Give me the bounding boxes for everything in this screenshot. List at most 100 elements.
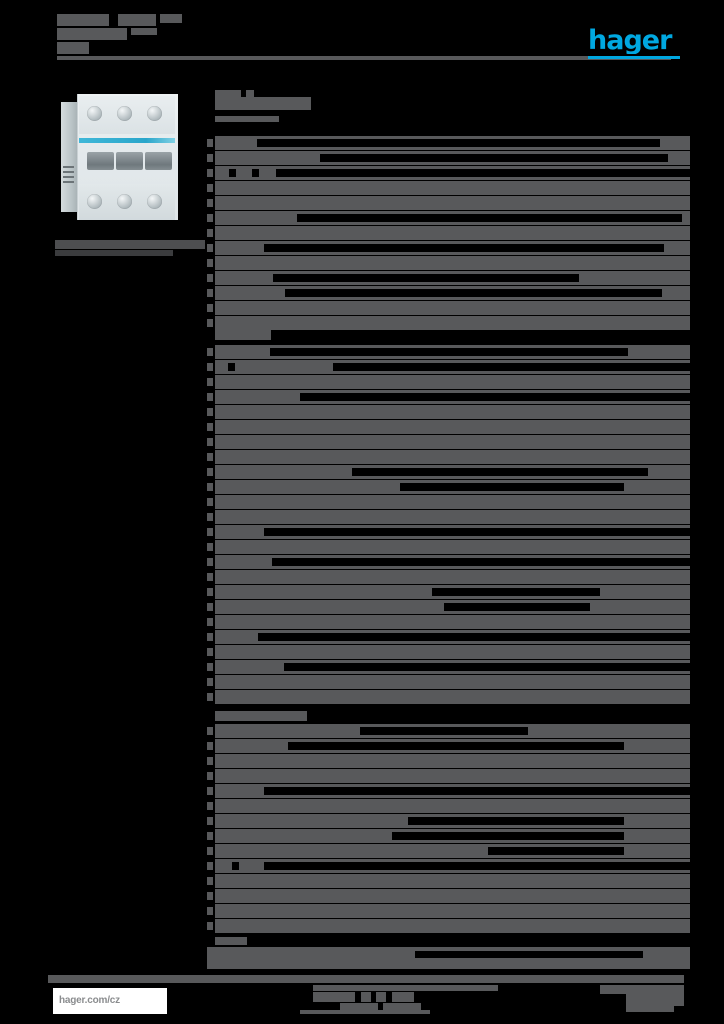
- section-head-0: [215, 330, 271, 340]
- spec-c-row-2-label: [207, 757, 213, 765]
- spec-b-row-16-label: [207, 588, 213, 596]
- spec-b-row-5-label: [207, 423, 213, 431]
- spec-a-row-12-label: [207, 319, 213, 327]
- spec-c-row-8-label: [207, 847, 213, 855]
- section-heading-bar-1: [246, 90, 254, 100]
- title-bar-6: [57, 56, 671, 60]
- spec-b-row-19-value: [258, 633, 690, 641]
- spec-a-row-10-value: [285, 289, 662, 297]
- spec-footer-value: [415, 951, 643, 958]
- title-bar-0: [57, 14, 109, 26]
- spec-b-row-7-band: [215, 450, 690, 464]
- spec-c-row-10-band: [215, 874, 690, 888]
- spec-b-row-19-label: [207, 633, 213, 641]
- title-bar-3: [57, 28, 127, 40]
- mcb-toggle-2: [116, 152, 143, 170]
- spec-c-row-4-label: [207, 787, 213, 795]
- spec-a-row-5-label: [207, 214, 213, 222]
- spec-b-row-3-label: [207, 393, 213, 401]
- spec-a-row-11-label: [207, 304, 213, 312]
- hager-logo: hager: [588, 28, 672, 54]
- footer-url-box: [53, 988, 167, 1014]
- spec-b-row-2-label: [207, 378, 213, 386]
- mcb-bottom-screw-1: [87, 194, 102, 209]
- spec-c-row-5-band: [215, 799, 690, 813]
- mcb-toggle-1: [87, 152, 114, 170]
- spec-b-row-12-label: [207, 528, 213, 536]
- hager-logo-underline: [588, 56, 680, 59]
- mcb-vent-4: [63, 181, 74, 183]
- spec-b-row-22-band: [215, 675, 690, 689]
- spec-c-row-12-band: [215, 904, 690, 918]
- spec-b-row-0-label: [207, 348, 213, 356]
- section-heading-bar-0: [215, 90, 241, 100]
- mcb-top-screw-3: [147, 106, 162, 121]
- spec-a-row-9-value: [273, 274, 579, 282]
- mcb-vent-2: [63, 171, 74, 173]
- footer-url-link[interactable]: hager.com/cz: [59, 995, 120, 1006]
- spec-c-row-11-band: [215, 889, 690, 903]
- spec-b-row-16-value: [432, 588, 600, 596]
- document-title-redacted: [0, 0, 724, 78]
- spec-b-row-3-value: [300, 393, 690, 401]
- spec-c-row-7-label: [207, 832, 213, 840]
- spec-b-row-10-band: [215, 495, 690, 509]
- spec-c-row-12-label: [207, 907, 213, 915]
- spec-a-row-7-label: [207, 244, 213, 252]
- spec-c-row-3-label: [207, 772, 213, 780]
- spec-a-row-7-value: [264, 244, 664, 252]
- page-header: hager: [0, 0, 724, 78]
- spec-b-row-18-band: [215, 615, 690, 629]
- spec-b-row-20-label: [207, 648, 213, 656]
- mcb-toggle-3: [145, 152, 172, 170]
- spec-b-row-6-label: [207, 438, 213, 446]
- spec-a-row-6-label: [207, 229, 213, 237]
- spec-c-row-2-band: [215, 754, 690, 768]
- spec-a-row-8-band: [215, 256, 690, 270]
- spec-b-row-17-label: [207, 603, 213, 611]
- spec-a-row-1-value: [320, 154, 668, 162]
- spec-b-row-5-band: [215, 420, 690, 434]
- spec-b-row-15-band: [215, 570, 690, 584]
- spec-b-row-13-label: [207, 543, 213, 551]
- mcb-side-profile: [61, 102, 79, 212]
- spec-b-row-21-value: [284, 663, 690, 671]
- spec-b-row-14-value: [272, 558, 690, 566]
- spec-a-row-8-label: [207, 259, 213, 267]
- spec-c-row-0-value: [360, 727, 528, 735]
- spec-a-row-12-band: [215, 316, 690, 330]
- spec-a-row-10-label: [207, 289, 213, 297]
- spec-c-row-6-label: [207, 817, 213, 825]
- spec-c-row-10-label: [207, 877, 213, 885]
- spec-b-row-23-label: [207, 693, 213, 701]
- spec-a-row-5-value: [297, 214, 682, 222]
- spec-a-row-0-value: [257, 139, 660, 147]
- spec-b-row-10-label: [207, 498, 213, 506]
- product-image: [55, 88, 205, 233]
- spec-a-row-3-label: [207, 184, 213, 192]
- spec-b-row-4-band: [215, 405, 690, 419]
- spec-c-row-9-label: [207, 862, 213, 870]
- spec-a-row-0-label: [207, 139, 213, 147]
- footer-divider: [48, 975, 684, 983]
- spec-b-row-9-value: [400, 483, 624, 491]
- spec-b-row-15-label: [207, 573, 213, 581]
- mcb-top-screw-1: [87, 106, 102, 121]
- spec-c-row-9-mark-0: [232, 862, 239, 870]
- spec-a-row-2-value: [276, 169, 690, 177]
- spec-b-row-13-band: [215, 540, 690, 554]
- spec-b-row-1-label: [207, 363, 213, 371]
- specification-table: [207, 90, 690, 969]
- spec-c-row-9-value: [264, 862, 690, 870]
- mcb-top-screw-2: [117, 106, 132, 121]
- spec-c-row-13-label: [207, 922, 213, 930]
- mcb-illustration: [61, 94, 179, 222]
- spec-b-row-1-value: [333, 363, 690, 371]
- spec-b-row-11-band: [215, 510, 690, 524]
- spec-b-row-9-label: [207, 483, 213, 491]
- spec-c-row-8-value: [488, 847, 624, 855]
- spec-a-row-4-band: [215, 196, 690, 210]
- title-bar-2: [160, 14, 182, 23]
- title-bar-4: [131, 28, 157, 35]
- title-bar-1: [118, 14, 156, 26]
